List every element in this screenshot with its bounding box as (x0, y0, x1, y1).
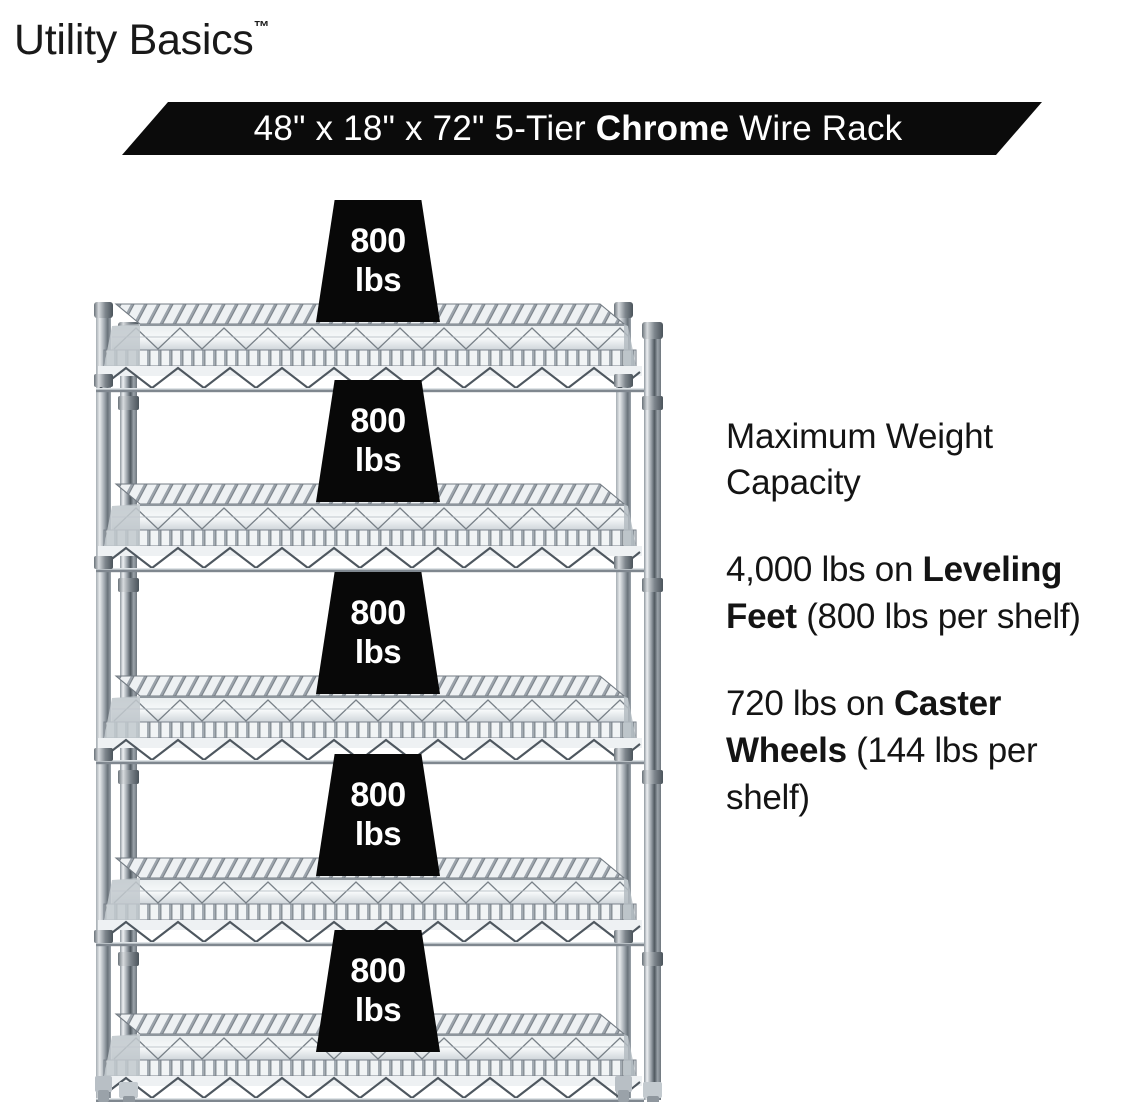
spec-caster-emphasis: Caster Wheels (726, 684, 1002, 770)
spec-leveling-detail: (800 lbs per shelf) (796, 597, 1081, 636)
wire-rack-illustration (78, 196, 688, 1102)
load-tag-tier-2: 800 lbs (316, 380, 440, 502)
spec-leveling-feet: 4,000 lbs on Leveling Feet (800 lbs per … (726, 546, 1104, 640)
spec-caster-total: 720 lbs on (726, 684, 894, 723)
load-tag-tier-3: 800 lbs (316, 572, 440, 694)
load-tag-tier-4: 800 lbs (316, 754, 440, 876)
leveling-feet (95, 1076, 662, 1102)
product-title-banner: 48" x 18" x 72" 5-Tier Chrome Wire Rack (122, 102, 1042, 155)
load-tag-unit: lbs (354, 632, 402, 670)
load-tag-number: 800 (350, 401, 406, 440)
load-tag-tier-5: 800 lbs (316, 930, 440, 1052)
specs-heading: Maximum Weight Capacity (726, 417, 993, 502)
trademark-symbol: ™ (253, 19, 270, 36)
spec-leveling-emphasis: Leveling Feet (726, 550, 1063, 636)
spec-caster-detail: (144 lbs per shelf) (726, 731, 1038, 817)
load-tag-unit: lbs (354, 260, 402, 298)
brand-wordmark: Utility Basics™ (14, 2, 270, 66)
spec-caster-wheels: 720 lbs on Caster Wheels (144 lbs per sh… (726, 680, 1104, 821)
weight-capacity-specs: Maximum Weight Capacity 4,000 lbs on Lev… (726, 414, 1104, 861)
load-tag-unit: lbs (354, 814, 402, 852)
load-tag-unit: lbs (354, 990, 402, 1028)
title-suffix: Wire Rack (729, 108, 903, 148)
brand-name: Utility Basics (14, 16, 254, 64)
title-emphasis: Chrome (595, 108, 730, 148)
load-tag-unit: lbs (354, 440, 402, 478)
load-tag-tier-1: 800 lbs (316, 200, 440, 322)
load-tag-number: 800 (350, 951, 406, 990)
product-title-text: 48" x 18" x 72" 5-Tier Chrome Wire Rack (253, 108, 903, 148)
spec-leveling-total: 4,000 lbs on (726, 550, 923, 589)
load-tag-number: 800 (350, 221, 406, 260)
title-prefix: 48" x 18" x 72" 5-Tier (253, 108, 596, 148)
load-tag-number: 800 (350, 593, 406, 632)
load-tag-number: 800 (350, 775, 406, 814)
